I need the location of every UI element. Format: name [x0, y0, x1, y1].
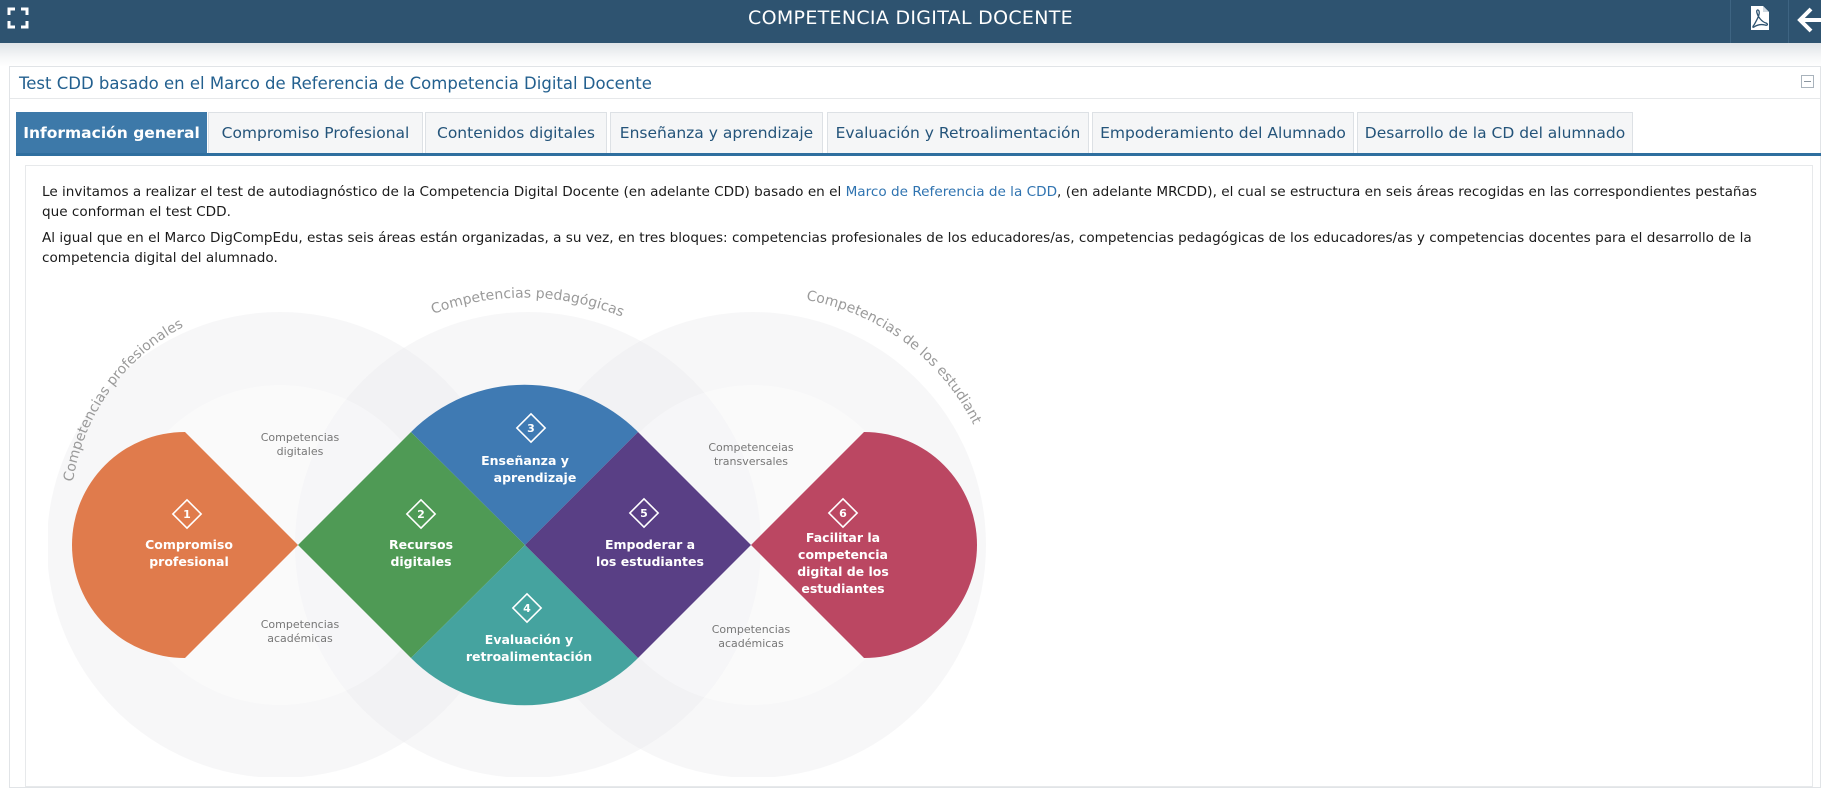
tab-bar: Información general Compromiso Profesion… [16, 112, 1821, 154]
area-6-title-line-4: estudiantes [801, 581, 884, 596]
area-5-empoderar-estudiantes[interactable] [525, 432, 751, 658]
area-4-title-line-2: retroalimentación [466, 649, 592, 664]
area-2-title-line-2: digitales [390, 554, 451, 569]
app-title: COMPETENCIA DIGITAL DOCENTE [748, 7, 1073, 29]
area-5-number: 5 [640, 507, 648, 520]
mrcdd-link[interactable]: Marco de Referencia de la CDD [845, 184, 1058, 200]
tab-compromiso-profesional[interactable]: Compromiso Profesional [208, 112, 423, 153]
diamond-1-icon [171, 498, 203, 530]
area-4-title-line-1: Evaluación y [485, 632, 573, 647]
area-2-recursos-digitales[interactable] [298, 432, 525, 658]
arrow-left-icon [1797, 7, 1821, 33]
tab-evaluacion-retroalimentacion[interactable]: Evaluación y Retroalimentación [827, 112, 1089, 153]
intro-text-1b: , (en adelante MRCDD), el cual se estruc… [42, 184, 1757, 220]
tab-desarrollo-cd-alumnado[interactable]: Desarrollo de la CD del alumnado [1357, 112, 1633, 153]
area-3-number: 3 [527, 422, 535, 435]
area-2-number: 2 [417, 508, 425, 521]
back-button[interactable] [1788, 0, 1821, 43]
area-6-title-line-1: Facilitar la [806, 530, 880, 545]
tab-ensenanza-aprendizaje[interactable]: Enseñanza y aprendizaje [610, 112, 823, 153]
label-competencias-digitales-2: digitales [277, 445, 324, 458]
area-4-evaluacion-retroalimentacion[interactable] [411, 545, 638, 706]
label-competencias-transversales-2: transversales [714, 455, 788, 468]
area-1-title-line-2: profesional [149, 554, 229, 569]
area-3-title-line-2: aprendizaje [494, 470, 577, 485]
area-6-title-line-3: digital de los [797, 564, 889, 579]
tab-underline [16, 153, 1821, 156]
area-2-title-line-1: Recursos [389, 537, 453, 552]
intro-text-1a: Le invitamos a realizar el test de autod… [42, 184, 846, 200]
tab-contenidos-digitales[interactable]: Contenidos digitales [425, 112, 607, 153]
area-5-title-line-1: Empoderar a [605, 537, 695, 552]
pdf-icon [1751, 6, 1769, 30]
tab-empoderamiento-alumnado[interactable]: Empoderamiento del Alumnado [1092, 112, 1354, 153]
area-6-facilitar-competencia[interactable] [751, 432, 977, 658]
area-6-title-line-2: competencia [798, 547, 888, 562]
diamond-6-icon [827, 497, 859, 529]
minus-square-icon[interactable] [1801, 75, 1814, 88]
area-3-title-line-1: Enseñanza y [481, 453, 569, 468]
pdf-download-button[interactable] [1730, 0, 1788, 43]
area-1-title-line-1: Compromiso [145, 537, 233, 552]
header-shadow [0, 43, 1821, 67]
label-competencias-academicas-left-1: Competencias [261, 618, 340, 631]
intro-paragraph-1: Le invitamos a realizar el test de autod… [42, 182, 1762, 222]
top-bar: COMPETENCIA DIGITAL DOCENTE [0, 0, 1821, 43]
area-4-number: 4 [523, 602, 531, 615]
panel-header: Test CDD basado en el Marco de Referenci… [10, 67, 1820, 99]
label-competencias-transversales-1: Competenceias [708, 441, 794, 454]
area-3-ensenanza-aprendizaje[interactable] [411, 384, 638, 545]
diamond-5-icon [628, 497, 660, 529]
diamond-3-icon [515, 412, 547, 444]
area-1-number: 1 [183, 508, 191, 521]
expand-icon[interactable] [6, 6, 30, 30]
diamond-2-icon [405, 498, 437, 530]
intro-paragraph-2: Al igual que en el Marco DigCompEdu, est… [42, 230, 1752, 266]
tab-informacion-general[interactable]: Información general [16, 112, 207, 153]
diamond-4-icon [511, 592, 543, 624]
label-competencias-digitales-1: Competencias [261, 431, 340, 444]
area-1-compromiso-profesional[interactable] [72, 432, 298, 658]
label-competencias-academicas-right-2: académicas [718, 637, 784, 650]
area-5-title-line-2: los estudiantes [596, 554, 704, 569]
label-competencias-academicas-left-2: académicas [267, 632, 333, 645]
area-6-number: 6 [839, 507, 847, 520]
label-competencias-academicas-right-1: Competencias [712, 623, 791, 636]
digcompedu-diagram: Competencias profesionales Competencias … [48, 282, 986, 777]
panel-title: Test CDD basado en el Marco de Referenci… [19, 74, 652, 93]
